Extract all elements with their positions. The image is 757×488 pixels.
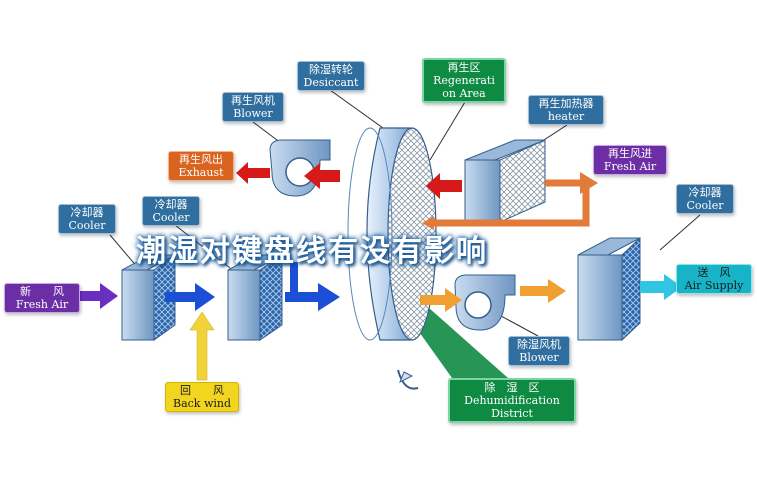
- label-regen-blower-zh: 再生风机: [231, 94, 275, 107]
- label-regen-blower: 再生风机 Blower: [222, 92, 284, 122]
- dehum-zone-wedge: [402, 300, 508, 378]
- label-desiccant-en: Desiccant: [303, 76, 359, 89]
- label-cooler3-zh: 冷却器: [688, 186, 722, 199]
- label-regen-heater-zh: 再生加热器: [538, 97, 594, 110]
- label-fresh-air-zh: 新 风: [20, 285, 64, 298]
- label-dehum-district-zh: 除 湿 区: [484, 381, 540, 394]
- arrow-exhaust-red-2: [236, 162, 270, 184]
- label-cooler3-en: Cooler: [686, 199, 724, 212]
- label-dehum-district-en1: Dehumidification: [464, 394, 560, 407]
- label-regen-in: 再生风进 Fresh Air: [593, 145, 667, 175]
- cooler1-block: [121, 254, 176, 341]
- arrow-dehum-2: [520, 279, 566, 303]
- label-regen-area-en2: on Area: [442, 87, 486, 100]
- arrow-process-2: [285, 283, 340, 311]
- label-cooler1: 冷却器 Cooler: [58, 204, 116, 234]
- label-back-wind: 回 风 Back wind: [165, 382, 239, 412]
- label-regen-in-zh: 再生风进: [608, 147, 652, 160]
- label-cooler2-en: Cooler: [152, 211, 190, 224]
- label-supply-air: 送 风 Air Supply: [676, 264, 752, 294]
- label-desiccant-zh: 除湿转轮: [309, 63, 353, 76]
- page-banner-title: 潮湿对键盘线有没有影响: [136, 234, 488, 269]
- cooler2-block: [227, 254, 283, 341]
- airflow-arrows: [80, 162, 682, 381]
- arrow-process-1: [165, 283, 215, 311]
- label-dehum-district: 除 湿 区 Dehumidification District: [448, 378, 576, 423]
- label-regen-heater-en: heater: [547, 110, 585, 123]
- label-cooler2-zh: 冷却器: [154, 198, 188, 211]
- regen-air-loop: [430, 179, 590, 227]
- arrow-exhaust-red: [304, 163, 340, 189]
- arrow-back-wind: [189, 311, 215, 381]
- label-regen-area: 再生区 Regenerati on Area: [422, 58, 506, 103]
- label-dehum-blower: 除湿风机 Blower: [508, 336, 570, 366]
- label-back-wind-zh: 回 风: [180, 384, 224, 397]
- label-desiccant: 除湿转轮 Desiccant: [297, 61, 365, 91]
- label-cooler1-zh: 冷却器: [70, 206, 104, 219]
- regen-blower-shape: [269, 139, 331, 197]
- label-cooler3: 冷却器 Cooler: [676, 184, 734, 214]
- label-regen-exhaust: 再生风出 Exhaust: [168, 151, 234, 181]
- heater-block: [464, 139, 546, 223]
- label-regen-area-zh: 再生区: [447, 61, 481, 74]
- label-fresh-air-en: Fresh Air: [15, 298, 69, 311]
- label-dehum-blower-zh: 除湿风机: [517, 338, 561, 351]
- desiccant-wheel: [347, 127, 437, 390]
- label-regen-exhaust-zh: 再生风出: [179, 153, 223, 166]
- label-regen-exhaust-en: Exhaust: [178, 166, 224, 179]
- arrow-dehum-1: [420, 288, 462, 312]
- arrow-supply-air: [640, 274, 682, 300]
- label-dehum-district-en2: District: [491, 407, 533, 420]
- label-supply-air-en: Air Supply: [684, 279, 744, 292]
- label-regen-in-en: Fresh Air: [603, 160, 657, 173]
- label-back-wind-en: Back wind: [172, 397, 232, 410]
- label-fresh-air: 新 风 Fresh Air: [4, 283, 80, 313]
- label-cooler1-en: Cooler: [68, 219, 106, 232]
- leader-lines: [109, 89, 701, 337]
- arrow-regen-red: [426, 173, 462, 199]
- label-regen-heater: 再生加热器 heater: [528, 95, 604, 125]
- label-cooler2: 冷却器 Cooler: [142, 196, 200, 226]
- arrow-fresh-air: [80, 283, 118, 309]
- label-supply-air-zh: 送 风: [697, 266, 731, 279]
- label-regen-area-en1: Regenerati: [433, 74, 495, 87]
- dehum-blower-shape: [454, 274, 516, 331]
- cooler3-block: [577, 236, 641, 342]
- label-regen-blower-en: Blower: [233, 107, 273, 120]
- label-dehum-blower-en: Blower: [519, 351, 559, 364]
